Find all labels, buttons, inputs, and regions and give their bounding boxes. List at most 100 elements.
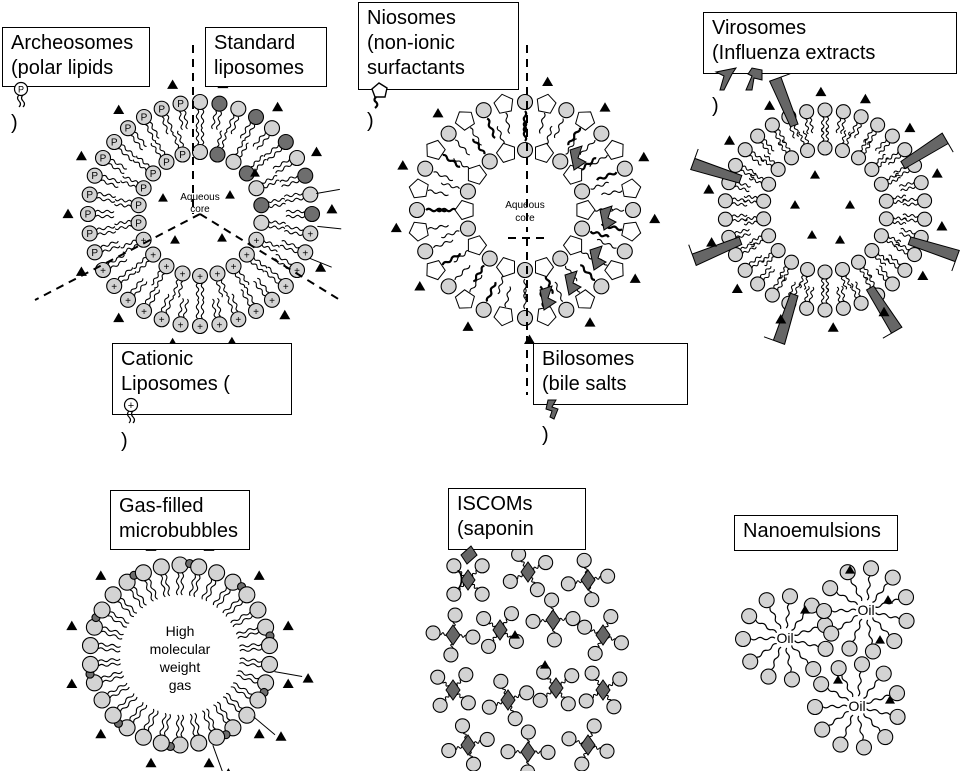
inner-lipid-head [783, 254, 800, 270]
surfactant-head [889, 708, 906, 725]
lipid-tail [590, 181, 609, 190]
lipid-tail [121, 271, 137, 284]
cationic-head-sign: + [253, 236, 259, 247]
surfactant-head [426, 260, 446, 281]
lipid-tail [212, 587, 227, 606]
polar-head-letter: P [140, 184, 147, 195]
antigen-triangle [706, 237, 718, 247]
outer-lipid-head [106, 133, 123, 151]
lipid-tail [95, 209, 115, 214]
cationic-lipid-icon: + [123, 397, 139, 424]
lipid-tail [849, 122, 858, 137]
lipid-tail [149, 121, 160, 139]
surfactant-head [898, 612, 915, 629]
lipid-tail [740, 169, 755, 179]
iscom-lipid-head [446, 558, 462, 574]
outer-lipid-head [737, 262, 753, 278]
lipid-tail [200, 283, 205, 301]
antigen-triangle [540, 660, 550, 669]
lipid-tail [148, 578, 158, 600]
gas-core-label: molecular [150, 641, 211, 657]
lipid-tail [822, 704, 848, 709]
surfactant-head [454, 111, 475, 131]
lipid-tail [230, 116, 240, 135]
iscom-lipid-head [577, 619, 593, 635]
lipid-tail [195, 127, 200, 145]
antigen-triangle [272, 101, 284, 112]
outer-lipid-head [917, 193, 933, 209]
cationic-head-sign: + [197, 322, 203, 333]
lipid-tail [107, 682, 128, 695]
lipid-tail [778, 266, 786, 279]
lipid-tail [177, 280, 184, 298]
lipid-tail [200, 109, 205, 129]
outer-lipid-head [79, 205, 97, 223]
surfactant-head [426, 139, 446, 160]
lipid-tail [589, 230, 610, 238]
lipid-tail [239, 662, 262, 668]
lipid-tail [794, 640, 819, 648]
lipid-tail [433, 239, 454, 249]
lipid-tail [97, 192, 117, 198]
outer-lipid-head [81, 225, 98, 242]
lipid-tail [160, 574, 166, 598]
lipid-tail [902, 217, 918, 223]
polar-head-letter: P [111, 138, 118, 149]
influenza-protein [763, 292, 799, 345]
iscom-lipid-head [578, 693, 594, 709]
surfactant-head [454, 289, 475, 309]
lipid-tail [863, 266, 873, 278]
lipid-tail [95, 214, 115, 219]
iscom-lipid-head [520, 764, 536, 776]
inner-lipid-head [238, 246, 255, 263]
lipid-tail [902, 202, 919, 207]
lipid-tail [188, 574, 197, 597]
lipid-tail [751, 258, 765, 268]
lipid-tail [97, 647, 121, 653]
lipid-tail [264, 270, 279, 284]
lipid-tail [804, 118, 810, 135]
cationic-head-sign: + [141, 236, 147, 247]
lipid-tail [755, 620, 778, 634]
antigen-triangle [827, 322, 839, 332]
lipid-tail [275, 254, 292, 265]
lipid-tail [840, 285, 846, 302]
inner-lipid-head [158, 153, 175, 170]
saponin [548, 677, 564, 699]
inner-lipid-head [191, 267, 209, 285]
iscom-lipid-head [574, 756, 590, 772]
lipid-tail [802, 130, 810, 144]
iscom-lipid-head [612, 671, 628, 687]
antigen-triangle [390, 222, 402, 233]
cationic-head-sign: + [253, 307, 259, 318]
antigen-triangle [203, 757, 215, 768]
lipid-tail [863, 129, 873, 143]
bile-salt [569, 145, 587, 171]
influenza-protein [900, 132, 954, 170]
lipid-tail [788, 281, 796, 297]
lipid-tail [743, 216, 757, 221]
lipid-tail [866, 619, 873, 644]
inner-lipid-head [850, 150, 867, 166]
lipid-tail [427, 189, 449, 197]
lipid-tail [263, 144, 279, 157]
surfactant-head [814, 721, 831, 738]
outer-lipid-head [440, 278, 457, 295]
outer-lipid-head [211, 95, 228, 112]
outer-lipid-head [717, 211, 733, 227]
inner-lipid-head [174, 265, 191, 282]
outer-lipid-head [119, 120, 137, 137]
antigen-triangle [859, 93, 871, 104]
lipid-tail [454, 265, 471, 281]
label-bilosomes: Bilosomes (bile salts) [533, 343, 688, 446]
cationic-head-sign: + [217, 320, 223, 331]
surfactant-head [897, 589, 915, 606]
outer-lipid-head [853, 109, 869, 125]
lipid-tail [523, 287, 527, 310]
iscom-lipid-head [476, 610, 492, 627]
lipid-head [190, 558, 208, 576]
lipid-tail [436, 207, 457, 213]
lipid-tail [878, 253, 890, 263]
